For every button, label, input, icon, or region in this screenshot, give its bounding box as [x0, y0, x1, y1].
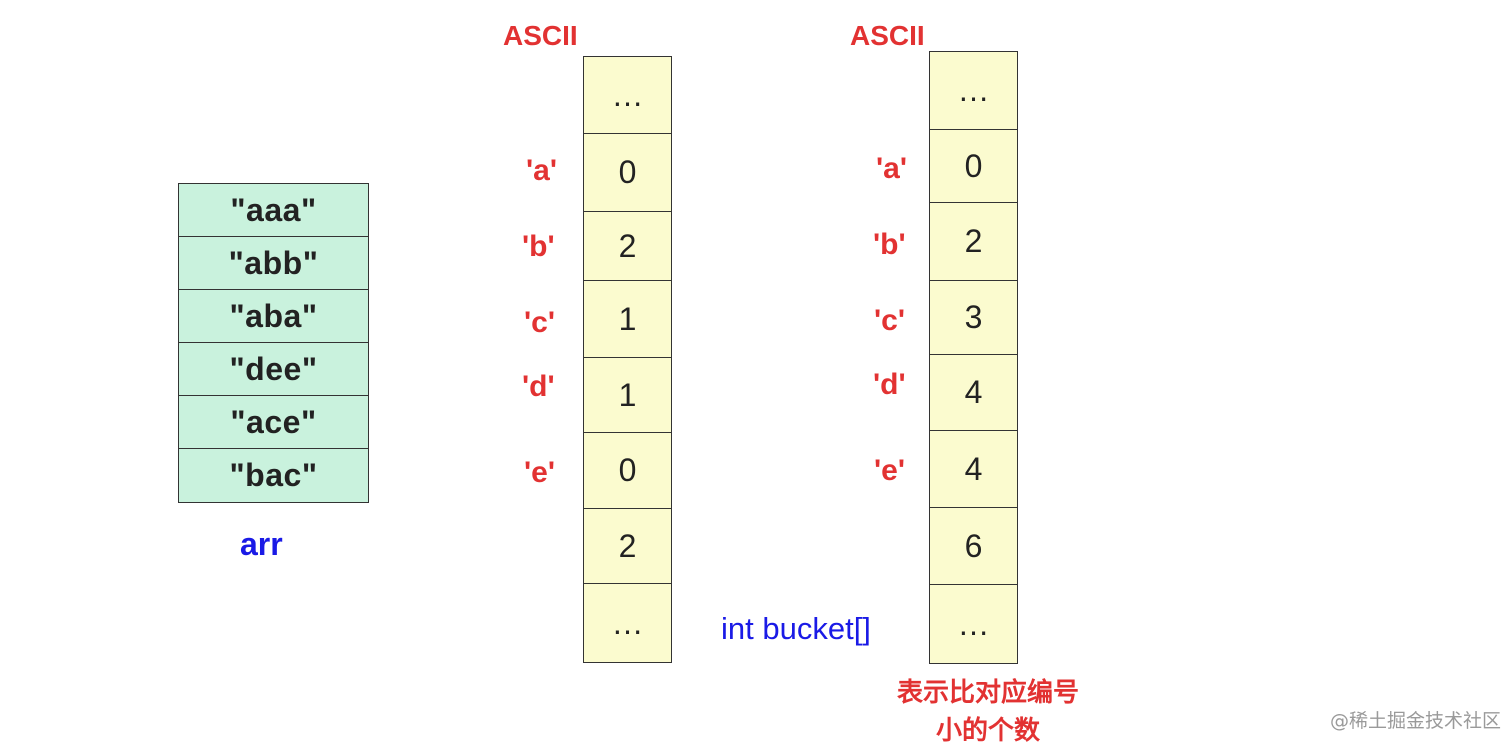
- row-label-c: 'c': [524, 306, 555, 339]
- row-label-d: 'd': [873, 368, 906, 401]
- bucket-cum-cell: 2: [930, 203, 1017, 281]
- arr-cell: "bac": [229, 457, 318, 493]
- bucket-cum-cell: …: [957, 605, 990, 642]
- row-label-e: 'e': [524, 456, 555, 489]
- arr-cell: "aaa": [179, 184, 368, 237]
- row-label-d: 'd': [522, 370, 555, 403]
- bucket-raw-array: … 0 2 1 1 0 2 …: [583, 56, 672, 663]
- bucket-cum-array: … 0 2 3 4 4 6 …: [929, 51, 1018, 664]
- row-label-e: 'e': [874, 454, 905, 487]
- bucket-cum-cell: …: [930, 52, 1017, 130]
- bucket-raw-cell: 2: [584, 212, 671, 281]
- bucket-raw-cell: 0: [584, 433, 671, 509]
- arr-cell: "abb": [179, 237, 368, 290]
- watermark: @稀土掘金技术社区: [1330, 710, 1502, 732]
- bucket-note-line1: 表示比对应编号: [896, 678, 1079, 708]
- row-label-b: 'b': [873, 228, 906, 261]
- bucket-raw-cell: …: [611, 604, 644, 641]
- bucket-raw-cell: 2: [584, 509, 671, 584]
- bucket-note-line2: 小的个数: [935, 716, 1040, 746]
- bucket-cum-cell: 6: [930, 508, 1017, 585]
- arr-label: arr: [240, 526, 283, 562]
- bucket-cum-cell: 4: [930, 431, 1017, 508]
- arr-cell: "aba": [179, 290, 368, 343]
- bucket-label: int bucket[]: [721, 611, 871, 646]
- row-label-b: 'b': [522, 230, 555, 263]
- bucket-raw-cell: 0: [584, 134, 671, 212]
- bucket-raw-cell: 1: [584, 281, 671, 358]
- bucket-raw-cell: 1: [584, 358, 671, 433]
- bucket-note: 表示比对应编号 小的个数: [880, 674, 1096, 750]
- bucket-raw-cell: …: [584, 57, 671, 134]
- arr-cell: "dee": [179, 343, 368, 396]
- arr-array: "aaa" "abb" "aba" "dee" "ace" "bac": [178, 183, 369, 503]
- bucket-cum-cell: 3: [930, 281, 1017, 355]
- bucket-cum-cell: 0: [930, 130, 1017, 203]
- row-label-a: 'a': [526, 154, 557, 187]
- arr-cell: "ace": [179, 396, 368, 449]
- ascii-header-raw: ASCII: [503, 20, 578, 51]
- bucket-cum-cell: 4: [930, 355, 1017, 431]
- row-label-c: 'c': [874, 304, 905, 337]
- ascii-header-cum: ASCII: [850, 20, 925, 51]
- row-label-a: 'a': [876, 152, 907, 185]
